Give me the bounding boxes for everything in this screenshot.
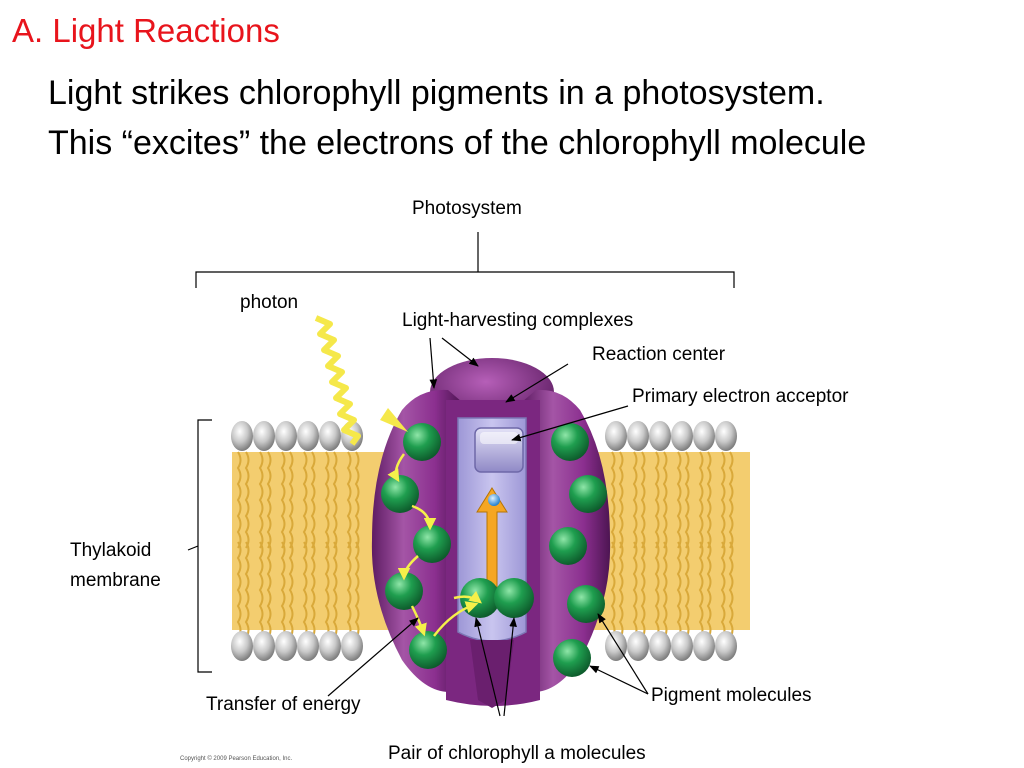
lipid-tail — [332, 541, 338, 639]
thylakoid-bracket — [187, 419, 212, 673]
lipid-tail — [610, 451, 616, 549]
lipid-head — [341, 631, 363, 661]
lipid-tail — [266, 451, 272, 549]
lipid-tail — [654, 451, 660, 549]
lipid-tail — [662, 451, 668, 549]
lipid-tail — [676, 451, 682, 549]
lipid-tail — [236, 541, 242, 639]
lipid-head — [715, 421, 737, 451]
lipid-head — [231, 631, 253, 661]
lipid-tail — [632, 541, 638, 639]
excited-electron — [488, 494, 500, 506]
lipid-head — [253, 421, 275, 451]
pigment-molecules-right — [549, 423, 607, 677]
lipid-tail — [706, 541, 712, 639]
label-pigment-molecules: Pigment molecules — [651, 685, 812, 706]
lipid-head — [605, 631, 627, 661]
lipid-tail — [618, 541, 624, 639]
lipid-tail — [728, 541, 734, 639]
lipid-tail — [640, 541, 646, 639]
lipid-head — [253, 631, 275, 661]
lipid-head — [297, 631, 319, 661]
lipid-tail — [706, 451, 712, 549]
lipid-tail — [618, 451, 624, 549]
lipid-tail — [720, 541, 726, 639]
slide-heading: A. Light Reactions — [12, 12, 280, 49]
lipid-tail — [684, 541, 690, 639]
lipid-tail — [332, 451, 338, 549]
lipid-tail — [354, 451, 360, 549]
lipid-tail — [610, 541, 616, 639]
photon-wave — [314, 315, 408, 446]
lipid-tail — [662, 541, 668, 639]
lipid-head — [715, 631, 737, 661]
lipid-tail — [288, 451, 294, 549]
copyright-notice: Copyright © 2009 Pearson Education, Inc. — [180, 756, 293, 762]
slide-text-line-1: Light strikes chlorophyll pigments in a … — [48, 74, 825, 112]
lipid-tail — [684, 451, 690, 549]
pigment-molecules-left — [381, 423, 451, 669]
lipid-tail — [654, 541, 660, 639]
lipid-tail — [280, 541, 286, 639]
lipid-tail — [728, 451, 734, 549]
lipid-head — [693, 631, 715, 661]
lipid-tail — [266, 541, 272, 639]
lipid-tail — [346, 451, 352, 549]
lipid-tail — [310, 451, 316, 549]
lipid-head — [275, 421, 297, 451]
photosystem-bracket — [195, 232, 735, 288]
label-primary-electron-acceptor: Primary electron acceptor — [632, 386, 849, 407]
lipid-tail — [244, 451, 250, 549]
lipid-head — [297, 421, 319, 451]
label-transfer-of-energy: Transfer of energy — [206, 694, 361, 715]
lipid-tail — [244, 541, 250, 639]
energy-transfer-arrows — [387, 453, 482, 637]
lipid-head — [319, 421, 341, 451]
lipid-head — [627, 631, 649, 661]
lipid-head — [605, 421, 627, 451]
label-membrane: membrane — [70, 570, 161, 591]
lipid-tail — [324, 541, 330, 639]
lipid-tail — [346, 541, 352, 639]
lipid-head — [671, 421, 693, 451]
lipid-tail — [676, 541, 682, 639]
lipid-tail — [354, 541, 360, 639]
label-reaction-center: Reaction center — [592, 344, 726, 365]
lipid-tail — [698, 541, 704, 639]
slide-text-line-2: This “excites” the electrons of the chlo… — [48, 124, 867, 162]
lipid-head — [671, 631, 693, 661]
lipid-tail — [324, 451, 330, 549]
lipid-tail — [302, 451, 308, 549]
lipid-tail — [236, 451, 242, 549]
label-photon: photon — [240, 292, 299, 313]
lipid-head — [319, 631, 341, 661]
primary-electron-acceptor — [474, 427, 524, 473]
pointer-arrows — [327, 337, 649, 717]
lipid-tail — [310, 541, 316, 639]
lipid-tail — [632, 451, 638, 549]
label-pair-of-chlorophyll-a: Pair of chlorophyll a molecules — [388, 743, 646, 764]
lipid-head — [649, 631, 671, 661]
lipid-tail — [302, 541, 308, 639]
label-photosystem: Photosystem — [412, 198, 522, 219]
lipid-tail — [720, 451, 726, 549]
lipid-tail — [258, 451, 264, 549]
lipid-tail — [258, 541, 264, 639]
lipid-head — [231, 421, 253, 451]
lipid-tail — [288, 541, 294, 639]
lipid-head — [275, 631, 297, 661]
lipid-head — [693, 421, 715, 451]
lipid-tail — [280, 451, 286, 549]
label-thylakoid: Thylakoid — [70, 540, 152, 561]
label-light-harvesting-complexes: Light-harvesting complexes — [402, 310, 634, 331]
lipid-tail — [698, 451, 704, 549]
lipid-tail — [640, 451, 646, 549]
lipid-head — [649, 421, 671, 451]
lipid-head — [627, 421, 649, 451]
